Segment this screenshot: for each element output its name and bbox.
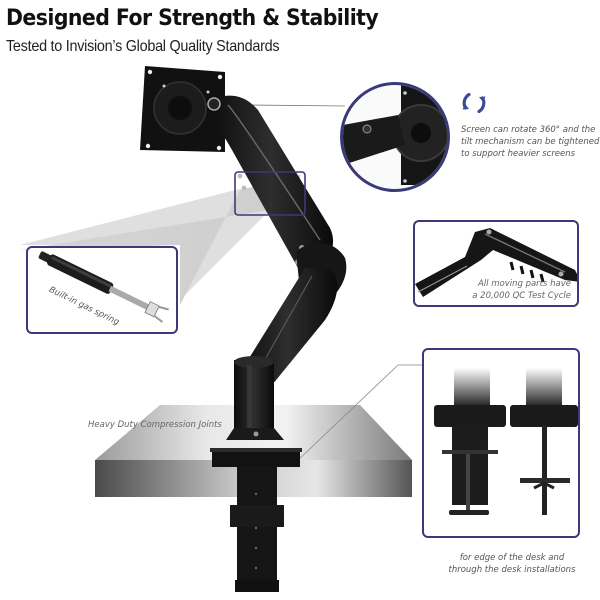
clamp-and-grommet-image bbox=[434, 368, 578, 515]
gas-spring-inset: Built-in gas spring bbox=[26, 246, 178, 334]
column bbox=[234, 360, 274, 435]
installation-caption: for edge of the desk and through the des… bbox=[448, 553, 576, 575]
detail-highlight-box bbox=[234, 171, 306, 216]
rotate-arrows-icon bbox=[462, 92, 486, 114]
upper-arm bbox=[208, 95, 334, 269]
page-title: Designed For Strength & Stability bbox=[6, 6, 379, 31]
tilt-mechanism-image bbox=[343, 85, 447, 185]
test-cycle-caption: All moving parts have a 20,000 QC Test C… bbox=[472, 279, 571, 301]
base-plate bbox=[212, 450, 300, 467]
tilt-mechanism-closeup bbox=[340, 82, 450, 192]
page-subtitle: Tested to Invision’s Global Quality Stan… bbox=[6, 38, 280, 55]
arm-joint-image bbox=[415, 228, 577, 297]
joints-caption: Heavy Duty Compression Joints bbox=[88, 420, 222, 430]
gas-spring-image bbox=[38, 251, 169, 323]
test-cycle-inset: All moving parts have a 20,000 QC Test C… bbox=[413, 220, 579, 307]
rotate-caption: Screen can rotate 360° and the tilt mech… bbox=[461, 125, 600, 159]
installation-inset bbox=[422, 348, 580, 538]
vesa-plate bbox=[140, 66, 225, 152]
